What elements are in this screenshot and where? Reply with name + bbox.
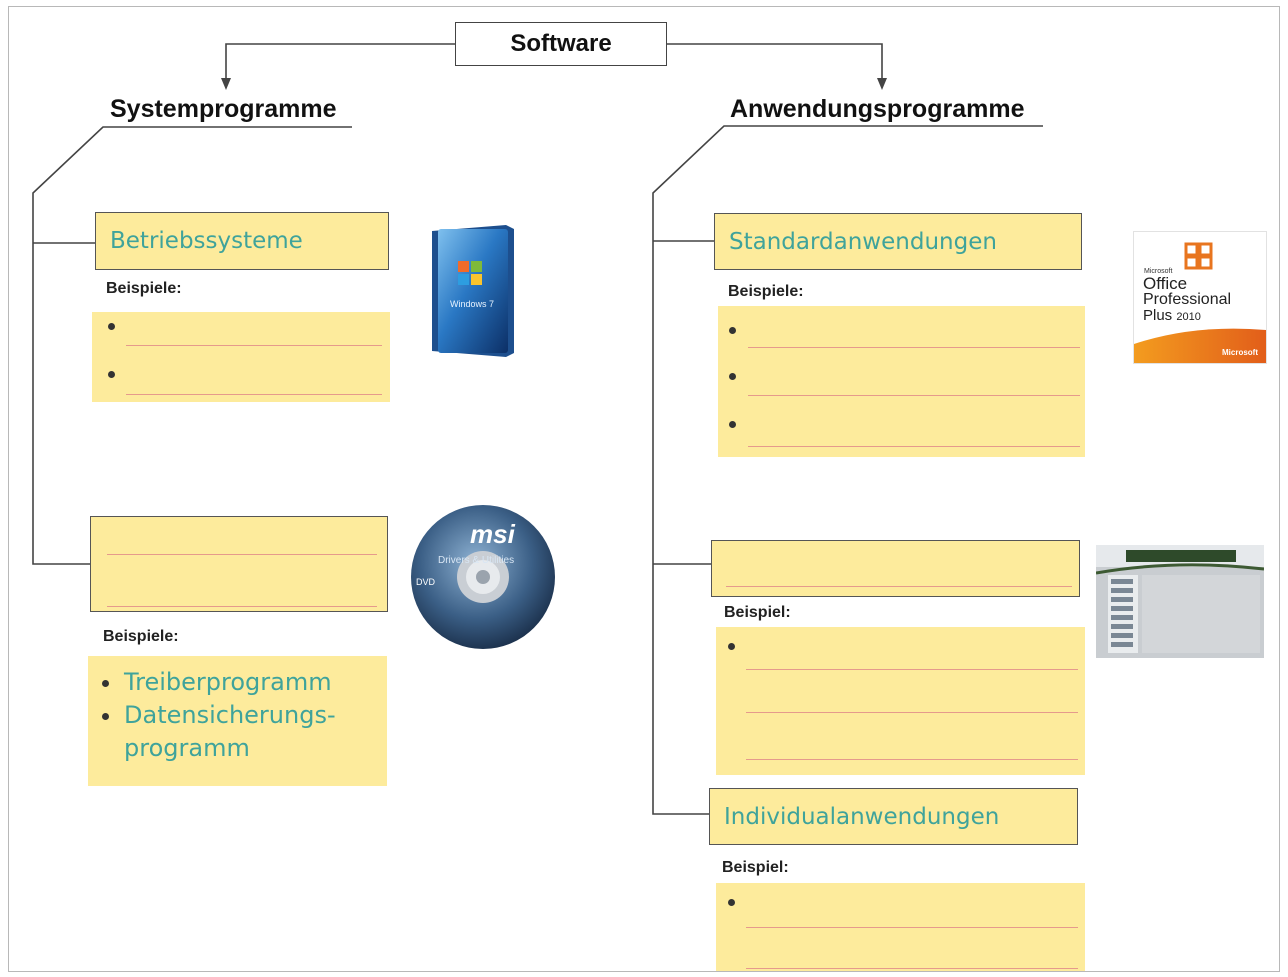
connector-left-trunk [32, 126, 352, 565]
hint-blank-right: Beispiel: [724, 604, 791, 621]
category-box-blank-right [711, 540, 1080, 597]
answer-line[interactable] [726, 586, 1072, 587]
bullet [108, 371, 115, 378]
svg-text:Windows 7: Windows 7 [450, 299, 494, 309]
hint-betriebssysteme: Beispiele: [106, 280, 182, 297]
answer-line[interactable] [746, 759, 1078, 760]
office-line3-wrap: Plus 2010 [1143, 308, 1201, 325]
office-line1: Office [1143, 274, 1188, 293]
bullet [729, 327, 736, 334]
answer-line[interactable] [107, 606, 377, 607]
answer-line[interactable] [126, 394, 382, 395]
heading-systemprogramme: Systemprogramme [110, 95, 337, 123]
examples-panel-betriebssysteme [92, 312, 390, 402]
bullet [102, 680, 109, 687]
office-year: 2010 [1176, 311, 1201, 323]
category-box-betriebssysteme: Betriebssysteme [95, 212, 389, 270]
hint-standardanwendungen: Beispiele: [728, 283, 804, 300]
connector-root-right [667, 43, 883, 78]
example-treiberprogramm: Treiberprogramm [124, 668, 332, 696]
category-box-individualanwendungen: Individualanwendungen [709, 788, 1078, 845]
bullet [102, 713, 109, 720]
answer-line[interactable] [126, 345, 382, 346]
category-title-individualanwendungen: Individualanwendungen [724, 803, 1000, 830]
windows7-box-image: Windows 7 [432, 225, 514, 357]
examples-panel-individualanwendungen [716, 883, 1085, 971]
answer-line[interactable] [746, 968, 1078, 969]
office-brand-footer: Microsoft [1222, 348, 1258, 357]
svg-text:DVD: DVD [416, 577, 436, 587]
answer-line[interactable] [746, 927, 1078, 928]
arrowhead-left [221, 78, 231, 90]
category-title-standardanwendungen: Standardanwendungen [729, 228, 997, 255]
bullet [729, 421, 736, 428]
answer-line[interactable] [107, 554, 377, 555]
msi-driver-disc-image: msi Drivers & Utilities DVD [411, 505, 555, 649]
example-datensicherungs: Datensicherungs- [124, 701, 336, 729]
examples-panel-blank-left: Treiberprogramm Datensicherungs- program… [88, 656, 387, 786]
category-box-standardanwendungen: Standardanwendungen [714, 213, 1082, 270]
answer-line[interactable] [746, 669, 1078, 670]
root-label: Software [510, 30, 612, 57]
office-logo-icon [1134, 242, 1266, 363]
arrowhead-right [877, 78, 887, 90]
examples-panel-blank-right [716, 627, 1085, 775]
root-software-box: Software [455, 22, 667, 66]
connector-right-trunk [652, 125, 1043, 815]
office-line3: Plus [1143, 307, 1173, 324]
office-line2: Professional [1143, 291, 1232, 308]
answer-line[interactable] [746, 712, 1078, 713]
office-brand-small: Microsoft [1144, 268, 1173, 275]
bullet [108, 323, 115, 330]
example-programm: programm [124, 734, 250, 762]
examples-panel-standardanwendungen [718, 306, 1085, 457]
office-2010-box-image: Microsoft Office Professional Plus 2010 … [1133, 231, 1267, 364]
diagram-frame [8, 6, 1280, 972]
svg-text:msi: msi [470, 519, 516, 549]
answer-line[interactable] [748, 347, 1080, 348]
answer-line[interactable] [748, 395, 1080, 396]
connector-root-left [225, 43, 455, 78]
answer-line[interactable] [748, 446, 1080, 447]
hint-individualanwendungen: Beispiel: [722, 859, 789, 876]
industry-software-screenshot-image [1096, 545, 1264, 658]
bullet [728, 899, 735, 906]
category-title-betriebssysteme: Betriebssysteme [110, 228, 303, 254]
category-box-blank-left [90, 516, 388, 612]
heading-anwendungsprogramme: Anwendungsprogramme [730, 95, 1025, 123]
bullet [729, 373, 736, 380]
hint-blank-left: Beispiele: [103, 628, 179, 645]
svg-text:Drivers & Utilities: Drivers & Utilities [438, 555, 514, 566]
bullet [728, 643, 735, 650]
